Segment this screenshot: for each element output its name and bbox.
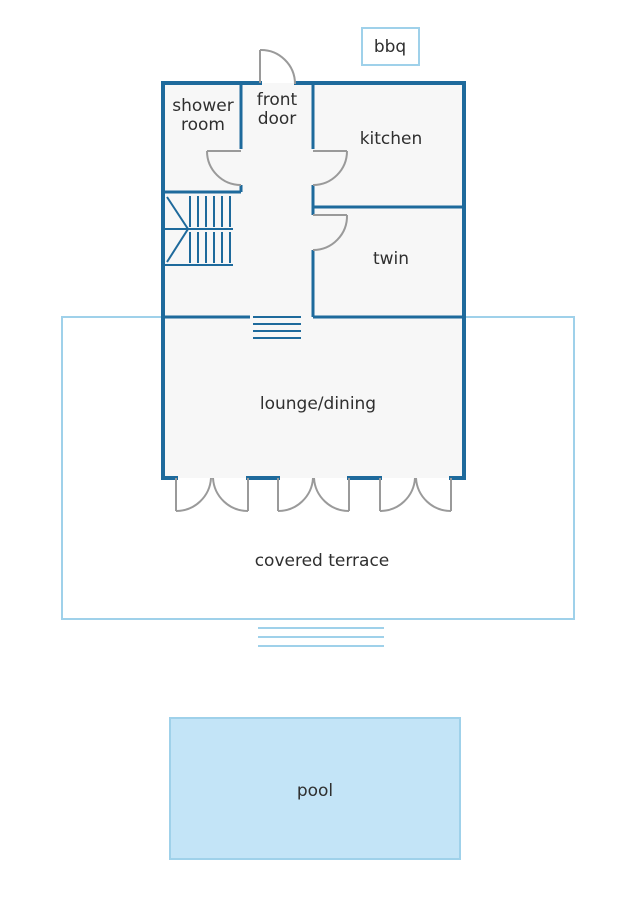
exterior-walls [161, 81, 466, 480]
pool-label: pool [297, 781, 333, 801]
bbq-box [361, 27, 420, 66]
lounge-dining-label: lounge/dining [260, 394, 376, 414]
bbq-label: bbq [374, 37, 406, 57]
room-label: room [181, 115, 225, 135]
kitchen-label: kitchen [360, 129, 423, 149]
door-label: door [258, 109, 297, 129]
twin-label: twin [373, 249, 409, 269]
interior-walls [163, 83, 464, 319]
interior-doors [206, 48, 349, 251]
shower-door-swing [206, 150, 242, 186]
terrace-doors [175, 477, 452, 513]
front-label: front [257, 90, 298, 110]
staircase [165, 196, 233, 266]
lounge-steps [253, 316, 301, 339]
kitchen-door-swing [312, 150, 348, 186]
terrace-steps [258, 627, 384, 647]
twin-door-swing [312, 214, 349, 251]
pool [169, 717, 461, 860]
shower-label: shower [172, 96, 233, 116]
covered-terrace-label: covered terrace [255, 551, 390, 571]
front-door-swing [259, 48, 296, 85]
